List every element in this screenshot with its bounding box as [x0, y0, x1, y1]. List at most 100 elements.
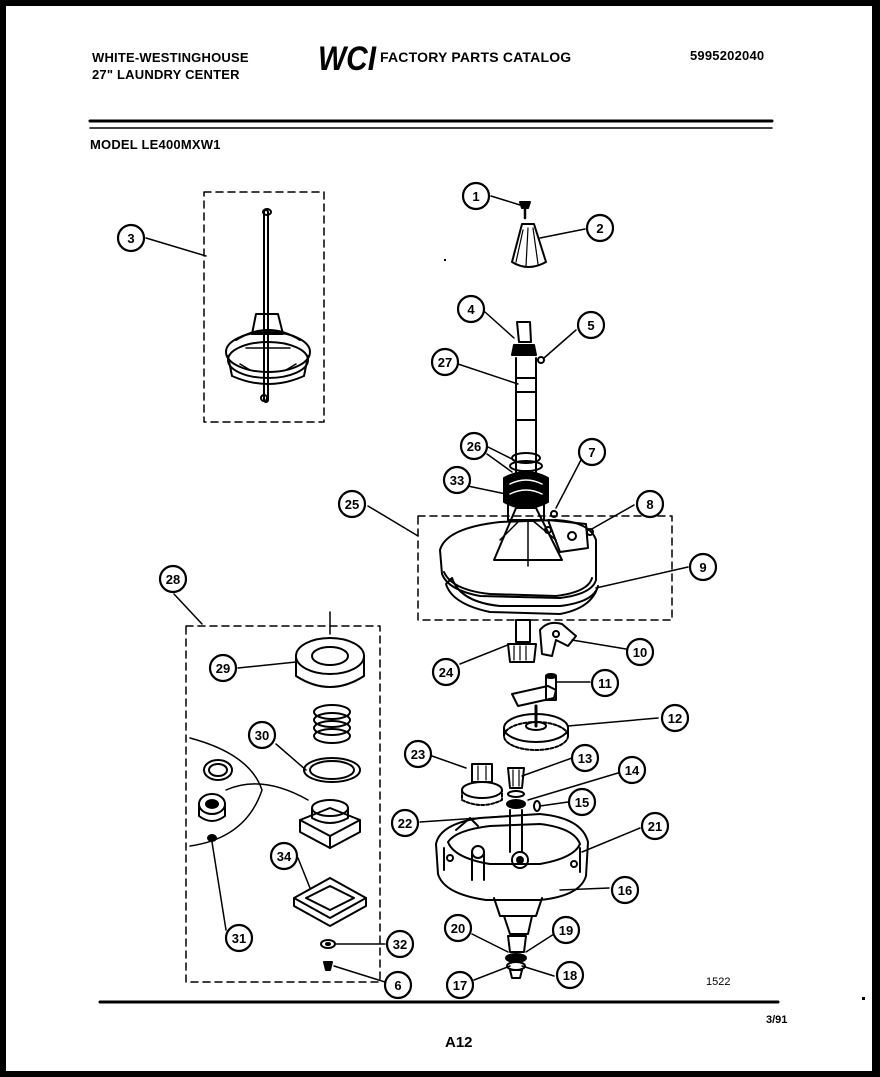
revision-date: 3/91: [766, 1014, 788, 1026]
leader-lines: [145, 195, 689, 983]
brand-line-2: 27" LAUNDRY CENTER: [92, 67, 240, 82]
callout-7: 7: [577, 437, 607, 467]
callout-12: 12: [660, 703, 690, 733]
part-7-screw: [550, 510, 558, 518]
callout-16: 16: [610, 875, 640, 905]
part-11-crank: [511, 673, 557, 707]
callout-9: 9: [688, 552, 718, 582]
callout-6: 6: [383, 970, 413, 1000]
callout-label: 34: [277, 849, 292, 864]
callout-label: 17: [453, 978, 467, 993]
callout-label: 32: [393, 937, 407, 952]
page-number: A12: [445, 1034, 473, 1051]
callout-27: 27: [430, 347, 460, 377]
callout-label: 8: [646, 497, 653, 512]
callout-label: 16: [618, 883, 632, 898]
part-28-seal-kit: [185, 611, 381, 983]
logo-text: WCI: [318, 40, 377, 76]
catalog-sheet: [6, 6, 872, 1071]
callout-label: 1: [472, 189, 479, 204]
catalog-title: FACTORY PARTS CATALOG: [380, 49, 572, 65]
callout-2: 2: [585, 213, 615, 243]
callout-label: 10: [633, 645, 647, 660]
part-2-agitator-cap: [511, 223, 547, 268]
callout-label: 15: [575, 795, 589, 810]
callout-label: 23: [411, 747, 425, 762]
callout-label: 9: [699, 560, 706, 575]
callout-19: 19: [551, 915, 581, 945]
callout-26: 26: [459, 431, 489, 461]
wci-logo: WCI: [318, 40, 377, 76]
callout-label: 29: [216, 661, 230, 676]
brand-line-1: WHITE-WESTINGHOUSE: [92, 50, 249, 65]
callout-29: 29: [208, 653, 238, 683]
part-25-gearcase-cover: [417, 507, 673, 621]
callout-28: 28: [158, 564, 188, 594]
callout-label: 6: [394, 978, 401, 993]
part-21-16-gearcase: [435, 813, 589, 935]
callout-label: 26: [467, 439, 481, 454]
callout-label: 14: [625, 763, 640, 778]
callout-label: 4: [467, 302, 475, 317]
callout-22: 22: [390, 808, 420, 838]
callout-30: 30: [247, 720, 277, 750]
callout-13: 13: [570, 743, 600, 773]
callout-label: 31: [232, 931, 246, 946]
callout-21: 21: [640, 811, 670, 841]
callout-label: 25: [345, 497, 359, 512]
callout-5: 5: [576, 310, 606, 340]
part-3-transmission-assembly: [203, 191, 325, 423]
callout-17: 17: [445, 970, 475, 1000]
callout-8: 8: [635, 489, 665, 519]
callout-label: 11: [598, 676, 612, 691]
callout-label: 5: [587, 318, 594, 333]
callout-label: 12: [668, 711, 682, 726]
callout-label: 21: [648, 819, 662, 834]
callout-label: 30: [255, 728, 269, 743]
callout-label: 28: [166, 572, 180, 587]
callout-3: 3: [116, 223, 146, 253]
callout-label: 7: [588, 445, 595, 460]
callout-25: 25: [337, 489, 367, 519]
callout-label: 2: [596, 221, 603, 236]
catalog-number: 5995202040: [690, 48, 765, 63]
part-8-screw: [586, 528, 594, 536]
part-10-shift-fork: [539, 621, 577, 657]
callout-label: 3: [127, 231, 134, 246]
callout-label: 27: [438, 355, 452, 370]
callout-18: 18: [555, 960, 585, 990]
callout-31: 31: [224, 923, 254, 953]
part-5-clip: [537, 356, 545, 364]
callout-label: 19: [559, 923, 573, 938]
speck: [444, 259, 446, 261]
agitator-shaft: [503, 321, 558, 521]
callout-label: 18: [563, 968, 577, 983]
callout-11: 11: [590, 668, 620, 698]
part-24-pinion: [507, 619, 537, 663]
part-12-main-gear: [503, 704, 569, 751]
callout-label: 33: [450, 473, 464, 488]
part-17-20-bearings: [505, 935, 527, 979]
callout-label: 24: [439, 665, 454, 680]
speck: [862, 997, 865, 1000]
callout-4: 4: [456, 294, 486, 324]
model-number: MODEL LE400MXW1: [90, 137, 221, 152]
part-1-bolt: [519, 201, 531, 220]
diagram-code: 1522: [706, 976, 731, 988]
callout-1: 1: [461, 181, 491, 211]
callout-14: 14: [617, 755, 647, 785]
callout-15: 15: [567, 787, 597, 817]
header-rules: [88, 119, 774, 129]
callout-34: 34: [269, 841, 299, 871]
part-23-idler-gear: [461, 763, 503, 806]
callout-23: 23: [403, 739, 433, 769]
callout-33: 33: [442, 465, 472, 495]
callout-10: 10: [625, 637, 655, 667]
callout-label: 20: [451, 921, 465, 936]
callout-label: 13: [578, 751, 592, 766]
callout-32: 32: [385, 929, 415, 959]
part-13-pinion: [507, 767, 525, 789]
